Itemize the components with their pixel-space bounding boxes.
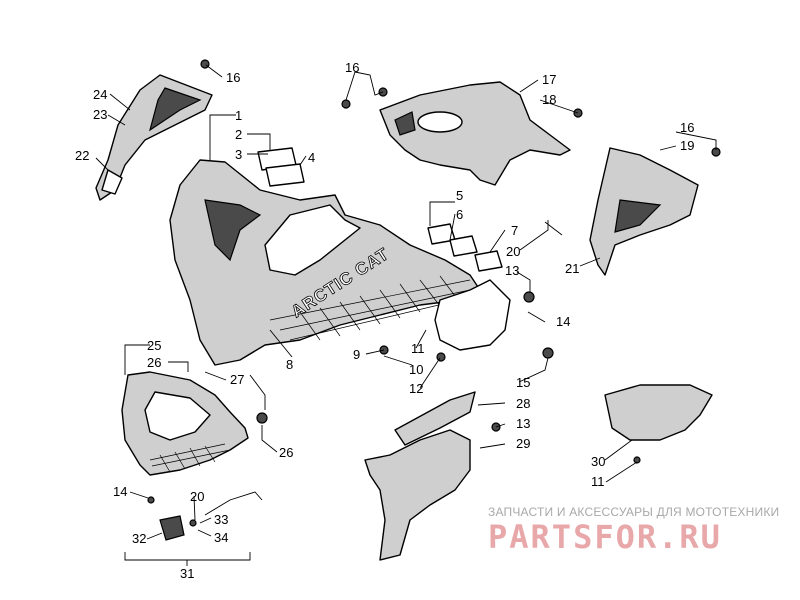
decal-parts xyxy=(257,147,503,272)
callout-26-bottom: 26 xyxy=(279,445,293,460)
callout-2: 2 xyxy=(235,127,242,142)
lower-shield-part xyxy=(364,391,476,561)
headlight-cover-part xyxy=(95,74,213,201)
callout-19: 19 xyxy=(680,138,694,153)
leader-lines xyxy=(95,64,717,566)
callout-11-bottom: 11 xyxy=(591,474,605,489)
callout-13-bottom: 13 xyxy=(516,416,530,431)
callout-3: 3 xyxy=(235,147,242,162)
callout-33: 33 xyxy=(214,512,228,527)
callout-14-left: 14 xyxy=(113,484,127,499)
callout-20-right: 20 xyxy=(506,244,520,259)
callout-9: 9 xyxy=(353,347,360,362)
callout-30: 30 xyxy=(591,454,605,469)
front-grille-part xyxy=(121,371,249,476)
callout-23: 23 xyxy=(93,107,107,122)
callout-27: 27 xyxy=(230,372,244,387)
callout-13-top: 13 xyxy=(505,263,519,278)
callout-16-center: 16 xyxy=(345,60,359,75)
callout-31: 31 xyxy=(180,566,194,581)
callout-16-left: 16 xyxy=(226,70,240,85)
callout-29: 29 xyxy=(516,436,530,451)
callout-28: 28 xyxy=(516,396,530,411)
callout-10: 10 xyxy=(409,362,423,377)
front-grille-mesh xyxy=(269,275,471,341)
callout-24: 24 xyxy=(93,87,107,102)
right-fender-part xyxy=(434,279,511,351)
callout-6: 6 xyxy=(456,207,463,222)
callout-25: 25 xyxy=(147,338,161,353)
callout-34: 34 xyxy=(214,530,228,545)
callout-20-bottom: 20 xyxy=(190,489,204,504)
callout-15: 15 xyxy=(516,375,530,390)
callout-1: 1 xyxy=(235,108,242,123)
callout-32: 32 xyxy=(132,531,146,546)
callout-26-top: 26 xyxy=(147,355,161,370)
callout-11-top: 11 xyxy=(411,341,425,356)
side-panel-part xyxy=(589,147,699,276)
callout-14-right: 14 xyxy=(556,314,570,329)
callout-labels: 1 2 3 4 5 6 7 8 9 10 11 11 12 13 13 14 1… xyxy=(75,60,694,581)
watermark-logo: PARTSFOR.RU xyxy=(488,518,722,556)
callout-21: 21 xyxy=(565,261,579,276)
callout-8: 8 xyxy=(286,357,293,372)
callout-7: 7 xyxy=(511,223,518,238)
callout-12: 12 xyxy=(409,381,423,396)
rear-top-cover-part xyxy=(379,81,571,186)
fender-flap-part xyxy=(604,384,713,441)
watermark-caption: ЗАПЧАСТИ И АКСЕССУАРЫ ДЛЯ МОТОТЕХНИКИ xyxy=(488,505,780,519)
callout-4: 4 xyxy=(308,150,315,165)
callout-18: 18 xyxy=(542,92,556,107)
callout-17: 17 xyxy=(542,72,556,87)
callout-22: 22 xyxy=(75,148,89,163)
callout-16-right: 16 xyxy=(680,120,694,135)
front-body-part: ARCTIC CAT xyxy=(169,159,481,366)
callout-5: 5 xyxy=(456,188,463,203)
